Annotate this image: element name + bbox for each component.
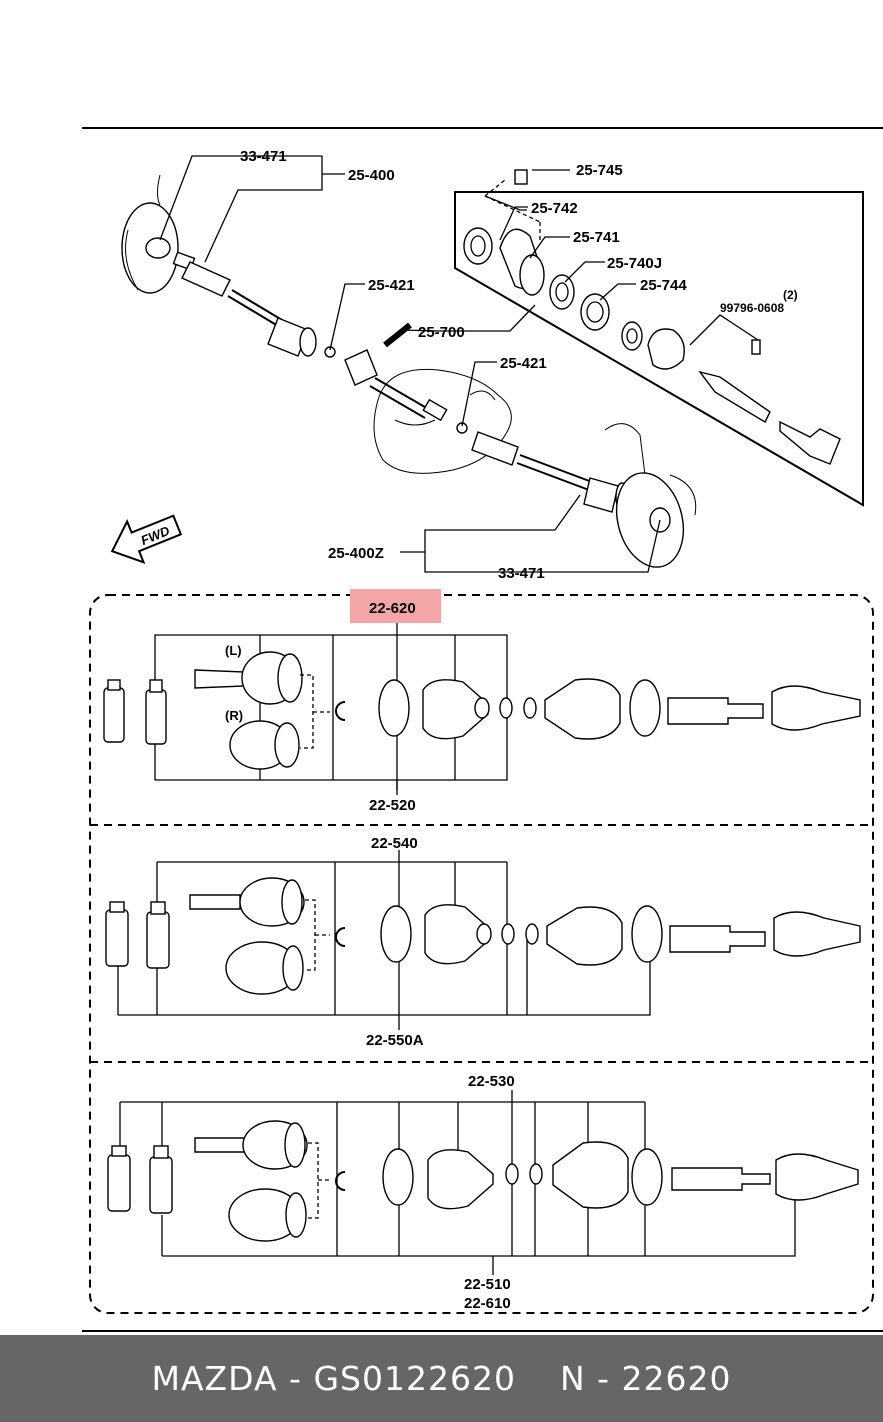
label-22-540: 22-540 [371,835,418,852]
label-99796: 99796-0608 [720,301,784,315]
label-25-400z: 25-400Z [328,545,384,562]
label-25-421-a: 25-421 [368,277,415,294]
label-right: (R) [225,708,243,723]
label-left: (L) [225,643,242,658]
label-25-700: 25-700 [418,324,465,341]
drive-shaft-left [172,251,317,357]
intermediate-shaft [344,322,448,422]
label-25-744: 25-744 [640,277,687,294]
detail-box [454,191,864,507]
label-22-520: 22-520 [369,797,416,814]
label-25-421-b: 25-421 [500,355,547,372]
kit-row-1 [103,623,861,795]
label-22-610: 22-610 [464,1295,511,1312]
label-25-745: 25-745 [576,162,623,179]
label-22-550a: 22-550A [366,1032,424,1049]
label-25-741: 25-741 [573,229,620,246]
label-22-510: 22-510 [464,1276,511,1293]
fwd-arrow: FWD [110,514,183,564]
label-33-471-top: 33-471 [240,148,287,165]
label-25-742: 25-742 [531,200,578,217]
label-qty: (2) [783,288,798,302]
wheel-hub-left [121,174,179,294]
leaders-top [159,155,759,573]
kit-row-2 [105,850,861,1030]
parts-diagram: FWD 33-471 25-400 25-745 25-742 25-741 2… [82,127,883,1332]
footer-part-number: MAZDA - GS0122620 [151,1359,516,1398]
footer-reference: N - 22620 [559,1359,732,1398]
label-22-530: 22-530 [468,1073,515,1090]
label-25-400: 25-400 [348,167,395,184]
kit-row-3 [107,1090,859,1275]
wheel-hub-right [604,423,697,568]
label-25-740j: 25-740J [607,255,662,272]
label-33-471-bottom: 33-471 [498,565,545,582]
highlight-22-620 [350,589,441,623]
drive-shaft-right [471,431,629,513]
snap-ring-left [324,346,336,358]
footer-bar: MAZDA - GS0122620 N - 22620 [0,1335,883,1422]
bearing-parts [463,169,841,465]
label-22-620: 22-620 [369,600,416,617]
transmission-outline [373,368,512,474]
